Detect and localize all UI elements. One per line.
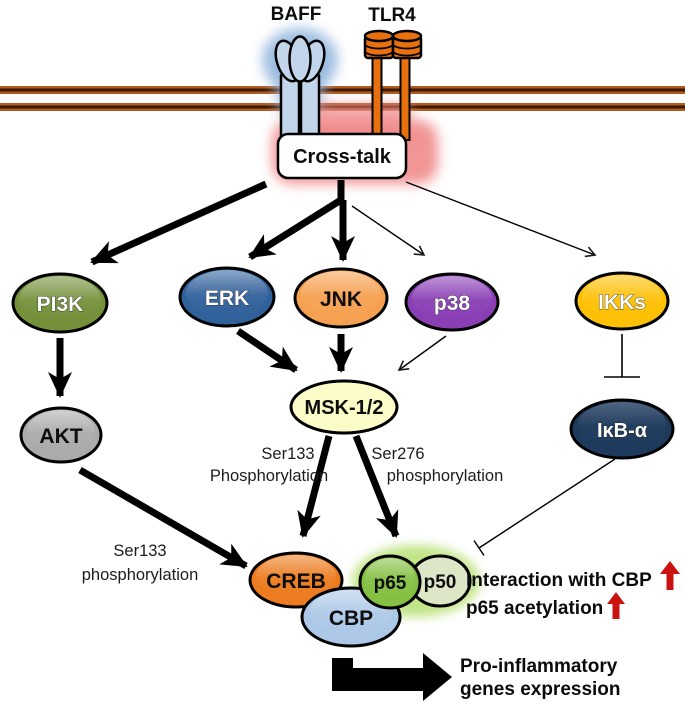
outcome-arrow-icon (332, 653, 452, 701)
svg-text:MSK-1/2: MSK-1/2 (305, 397, 384, 419)
arrow-crosstalk-ikks (405, 181, 597, 258)
arrow-akt-creb (78, 466, 248, 570)
node-jnk: JNK (293, 267, 389, 329)
p65-acetylation-text: p65 acetylation (466, 598, 603, 619)
svg-text:CREB: CREB (266, 570, 326, 593)
inhibit-ikba-p65-line (478, 458, 616, 549)
svg-text:PI3K: PI3K (37, 293, 84, 316)
arrow-crosstalk-p38 (351, 205, 426, 256)
svg-text:Ser133: Ser133 (113, 542, 166, 560)
arrow-erk-msk (236, 328, 298, 373)
node-akt: AKT (19, 406, 103, 464)
node-ikks: IKKs (574, 271, 670, 331)
svg-text:p65: p65 (374, 573, 407, 594)
interaction-cbp-text: Interaction with CBP (466, 570, 652, 591)
svg-text:phosphorylation: phosphorylation (387, 467, 504, 485)
svg-text:Pro-inflammatory: Pro-inflammatory (460, 656, 618, 677)
inhibit-ikba-p65-bar (473, 540, 485, 556)
svg-text:Ser276: Ser276 (371, 445, 424, 463)
arrow-p38-msk (397, 335, 447, 371)
svg-text:CBP: CBP (329, 607, 373, 630)
crosstalk-box (276, 132, 408, 180)
node-pi3k: PI3K (11, 272, 109, 334)
svg-text:genes expression: genes expression (460, 679, 621, 700)
node-p50: p50 (408, 554, 472, 608)
annotation-ser276: Ser276 phosphorylation (371, 445, 503, 485)
svg-text:p50: p50 (424, 572, 457, 593)
baff-label: BAFF (271, 4, 322, 25)
outcome-text: Pro-inflammatory genes expression (460, 656, 621, 700)
arrow-crosstalk-pi3k (90, 180, 268, 266)
arrow-msk-creb (297, 435, 333, 538)
tlr4-label: TLR4 (368, 5, 416, 26)
node-msk: MSK-1/2 (289, 379, 399, 435)
svg-text:JNK: JNK (320, 288, 362, 311)
svg-text:Ser133: Ser133 (261, 445, 314, 463)
annotation-ser133-akt: Ser133 phosphorylation (82, 542, 199, 584)
baff-receptor (274, 35, 326, 142)
up-arrow-acetylation-icon (607, 592, 625, 619)
svg-text:Phosphorylation: Phosphorylation (210, 467, 328, 485)
svg-text:p38: p38 (434, 292, 471, 315)
svg-text:IκB-α: IκB-α (597, 420, 648, 442)
node-ikba: IκB-α (569, 398, 675, 460)
svg-text:ERK: ERK (205, 287, 249, 310)
node-p38: p38 (404, 272, 500, 332)
up-arrow-interaction-icon (660, 561, 680, 590)
svg-text:phosphorylation: phosphorylation (82, 566, 199, 584)
node-p65: p65 (358, 554, 422, 610)
node-erk: ERK (178, 266, 276, 328)
baff-petal-center (288, 35, 312, 83)
arrow-crosstalk-erk (248, 197, 343, 260)
crosstalk-label: Cross-talk (293, 146, 392, 168)
svg-text:IKKs: IKKs (598, 291, 646, 314)
svg-text:AKT: AKT (39, 425, 82, 448)
arrow-msk-p65 (352, 434, 400, 538)
annotation-ser133-msk: Ser133 Phosphorylation (210, 445, 328, 485)
